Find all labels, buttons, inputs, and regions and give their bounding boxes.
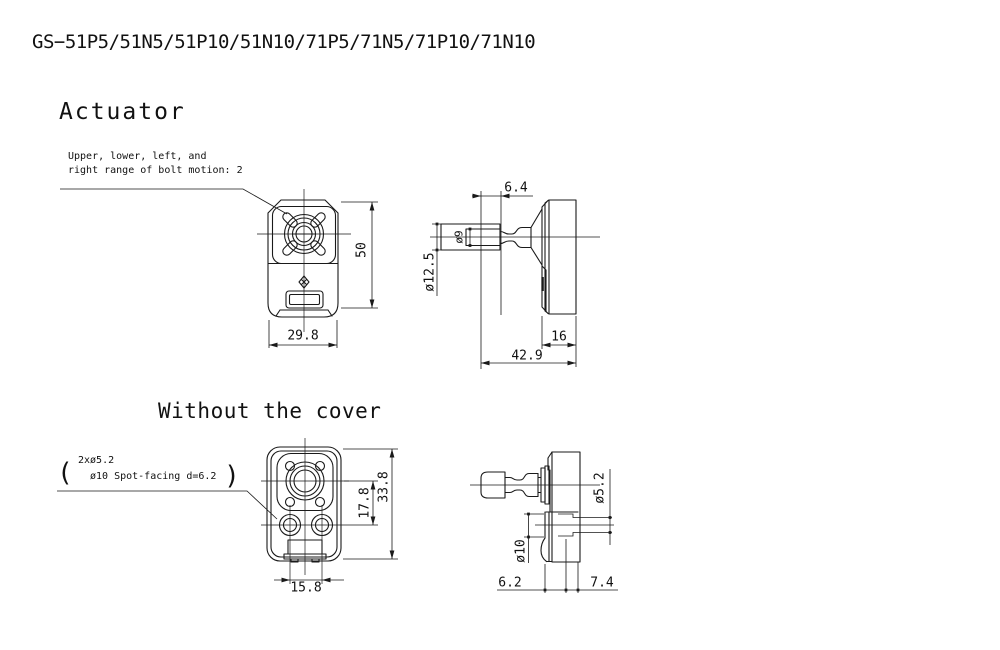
body-outline: [545, 451, 581, 563]
dim-shaft-dia-9: [468, 227, 472, 247]
centerlines: [261, 438, 378, 584]
label-window: [275, 290, 333, 317]
dim-pitch-15-8: [274, 577, 344, 583]
cover-face: [541, 199, 550, 315]
spotface-note-line1: 2xø5.2: [78, 455, 115, 466]
section-heading-without-cover: Without the cover: [158, 399, 382, 423]
dim-label-depth-16: 16: [551, 329, 567, 345]
shaft-profile: [499, 208, 543, 266]
bolt-motion-note-line2: right range of bolt motion: 2: [68, 165, 243, 176]
actuator-front-view: [60, 188, 378, 348]
note-leader-line: [57, 490, 278, 520]
dim-offset-17-8: [344, 480, 378, 525]
body-outline: [548, 199, 577, 315]
actuator-side-view: [430, 191, 600, 369]
dim-label-spotface-dia-10: ø10: [513, 539, 529, 563]
terminal-block: [283, 539, 327, 563]
no-cover-front-view: [57, 438, 398, 584]
bolt-slots: [282, 212, 326, 256]
no-cover-side-view: [470, 451, 618, 593]
dim-label-rear-offset-7-4: 7.4: [590, 575, 614, 591]
body-outline: [266, 446, 342, 562]
knob-profile: [480, 471, 542, 499]
knob-profile: [440, 223, 501, 251]
flange-discs: [540, 465, 550, 505]
dim-label-pitch-15-8: 15.8: [290, 580, 322, 596]
note-paren-close: ): [224, 461, 240, 491]
dim-length-42-9: [481, 360, 576, 366]
knob-circles: [283, 213, 325, 255]
page-title: GS−51P5/51N5/51P10/51N10/71P5/71N5/71P10…: [32, 31, 536, 53]
spotface-note-line2: ø10 Spot-facing d=6.2: [90, 471, 217, 482]
screw-marker: [298, 275, 310, 289]
body-outline: [267, 199, 339, 318]
note-paren-open: (: [57, 458, 73, 488]
mounting-holes: [278, 513, 334, 537]
dim-label-height-50: 50: [354, 242, 370, 258]
dim-hole-dia-5-2: [608, 469, 612, 545]
dim-knob-dia-12-5: [432, 222, 443, 296]
dim-label-knob-dia-12-5: ø12.5: [422, 252, 438, 292]
dim-spotface-dia-10: [524, 512, 544, 563]
dim-protrusion-6-4: [472, 191, 533, 369]
dim-height-33-8: [343, 448, 398, 560]
dim-depth-16: [541, 316, 577, 367]
hidden-hole-profile: [558, 513, 612, 537]
shaft-circles: [285, 461, 325, 501]
section-heading-actuator: Actuator: [59, 99, 186, 125]
dim-label-protrusion-6-4: 6.4: [504, 180, 528, 196]
dim-label-width-29-8: 29.8: [287, 328, 319, 344]
note-leader-line: [60, 188, 288, 215]
dim-label-height-33-8: 33.8: [376, 471, 392, 503]
dim-height-50: [341, 201, 378, 309]
mount-plate: [276, 452, 334, 512]
dim-label-offset-17-8: 17.8: [357, 487, 373, 519]
bolt-motion-note-line1: Upper, lower, left, and: [68, 151, 207, 162]
dim-bottom-offsets: [497, 539, 618, 593]
dim-label-length-42-9: 42.9: [511, 348, 543, 364]
centerlines: [470, 484, 614, 526]
dim-label-shaft-dia-9: ø9: [452, 230, 466, 244]
dim-label-front-offset-6-2: 6.2: [498, 575, 522, 591]
spotface-boss: [540, 511, 553, 563]
dim-width-29-8: [268, 320, 338, 348]
dim-label-hole-dia-5-2: ø5.2: [592, 472, 608, 504]
